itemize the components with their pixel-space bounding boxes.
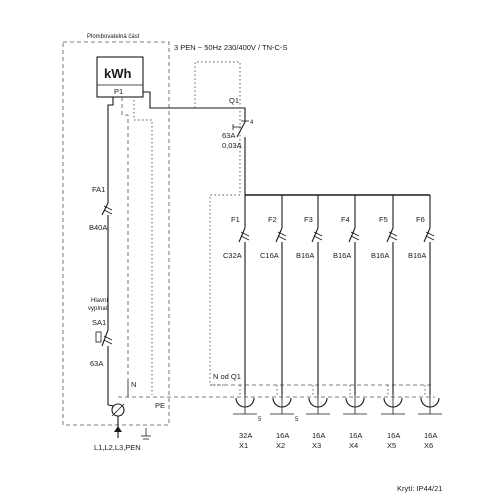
breaker-contact <box>423 227 431 243</box>
ground-icon <box>141 428 151 440</box>
socket-label: X6 <box>424 441 433 450</box>
socket-rating: 16A <box>276 431 289 440</box>
socket-rating: 16A <box>312 431 325 440</box>
n-dashed-wire <box>121 97 129 380</box>
breaker-mark <box>240 231 250 237</box>
socket-label: X5 <box>387 441 396 450</box>
q1-rating: 63A <box>222 131 235 140</box>
fa1-label: FA1 <box>92 185 105 194</box>
breaker-mark <box>277 231 287 237</box>
socket-label: X4 <box>349 441 358 450</box>
breaker-mark <box>240 235 250 241</box>
breaker-mark <box>313 235 323 241</box>
q1-label: Q1 <box>229 96 239 105</box>
breaker-mark <box>277 235 287 241</box>
energy-meter: kWh P1 <box>96 56 144 98</box>
breaker-rating: B16A <box>371 251 389 260</box>
breaker-rating: C32A <box>223 251 242 260</box>
sealed-part-frame <box>62 41 170 426</box>
sa1-main-switch: Hlavní vypínač SA1 63A <box>88 298 113 405</box>
breaker-mark <box>388 231 398 237</box>
socket-rating: 32A <box>239 431 252 440</box>
pen-split <box>107 403 125 438</box>
breaker-label: F1 <box>231 215 240 224</box>
breaker-rating: B16A <box>408 251 426 260</box>
breaker-label: F3 <box>304 215 313 224</box>
socket-poles: 5 <box>258 417 262 423</box>
breaker-mark <box>350 231 360 237</box>
breaker-rating: C16A <box>260 251 279 260</box>
breaker-mark <box>350 235 360 241</box>
breaker-label: F6 <box>416 215 425 224</box>
pe-dotted-wire <box>133 100 153 395</box>
socket-rating: 16A <box>349 431 362 440</box>
breaker-mark <box>425 235 435 241</box>
breaker-contact <box>275 227 283 243</box>
breaker-rating: B16A <box>333 251 351 260</box>
socket-label: X3 <box>312 441 321 450</box>
q1-trip: 0,03A <box>222 141 242 150</box>
n-od-q1-label: N od Q1 <box>213 372 241 381</box>
supply-label: 3 PEN ~ 50Hz 230/400V / TN-C-S <box>174 43 287 52</box>
breaker-contact <box>348 227 356 243</box>
main-switch-label-1: Hlavní <box>91 298 108 304</box>
socket-rating: 16A <box>424 431 437 440</box>
breaker-rating: B16A <box>296 251 314 260</box>
q1-poles: 4 <box>250 120 254 126</box>
breaker-mark <box>313 231 323 237</box>
fa1-rating: B40A <box>89 223 107 232</box>
sa1-rating: 63A <box>90 359 103 368</box>
breaker-mark <box>388 235 398 241</box>
enclosure-rating: Krytí: IP44/21 <box>397 484 442 493</box>
breaker-contact <box>386 227 394 243</box>
meter-id: P1 <box>114 87 123 96</box>
socket-rating: 16A <box>387 431 400 440</box>
fa1-breaker: FA1 B40A <box>89 185 113 330</box>
meter-return-wire <box>107 97 114 190</box>
meter-label: kWh <box>104 66 132 81</box>
breaker-label: F5 <box>379 215 388 224</box>
incoming-label: L1,L2,L3,PEN <box>94 443 141 452</box>
socket-poles: 5 <box>295 417 299 423</box>
sa1-label: SA1 <box>92 318 106 327</box>
pe-label: PE <box>155 401 165 410</box>
branch-circuits: F1C32A532AX1F2C16A516AX2F3B16A16AX3F4B16… <box>223 195 442 450</box>
breaker-mark <box>425 231 435 237</box>
socket-label: X1 <box>239 441 248 450</box>
sealed-part-label: Plombovatelná část <box>87 34 140 40</box>
q1-breaker: Q1 4 63A 0,03A <box>222 96 254 195</box>
breaker-contact <box>238 227 246 243</box>
socket-label: X2 <box>276 441 285 450</box>
breaker-label: F2 <box>268 215 277 224</box>
n-label: N <box>131 380 136 389</box>
breaker-label: F4 <box>341 215 350 224</box>
main-switch-label-2: vypínač <box>88 306 109 312</box>
breaker-contact <box>311 227 319 243</box>
meter-to-q1-wire <box>143 91 246 115</box>
